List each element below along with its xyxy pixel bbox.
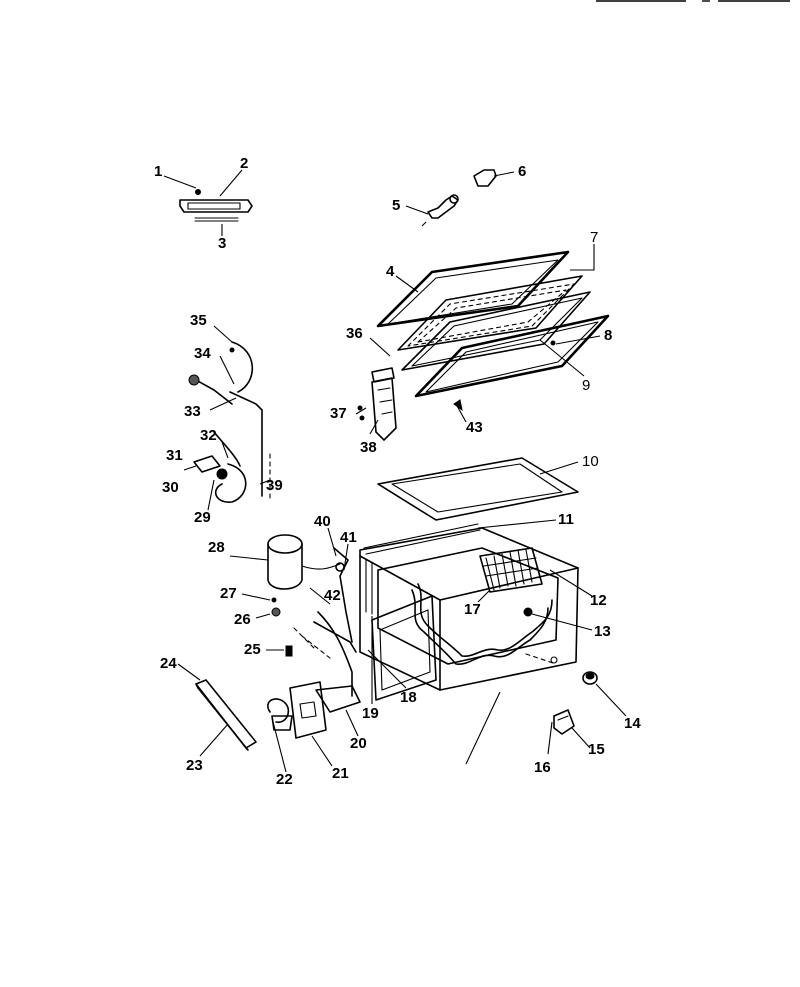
callout-33: 33 xyxy=(184,403,201,420)
callout-26: 26 xyxy=(234,611,251,628)
callout-16: 16 xyxy=(534,759,551,776)
lid-assembly xyxy=(376,250,610,412)
callout-40: 40 xyxy=(314,513,331,530)
callout-5: 5 xyxy=(392,197,400,214)
callout-31: 31 xyxy=(166,447,183,464)
leader-lines xyxy=(163,169,627,773)
callout-24: 24 xyxy=(160,655,177,672)
callout-8: 8 xyxy=(604,327,612,344)
cabinet-top-gasket xyxy=(377,457,579,521)
callout-41: 41 xyxy=(340,529,357,546)
access-panel xyxy=(195,679,257,751)
callout-11: 11 xyxy=(558,511,574,528)
callout-25: 25 xyxy=(244,641,261,658)
callout-39: 39 xyxy=(266,477,283,494)
callout-14: 14 xyxy=(624,715,641,732)
callout-19: 19 xyxy=(362,705,379,722)
lid-hinge xyxy=(357,367,397,441)
callout-30: 30 xyxy=(162,479,179,496)
callout-10: 10 xyxy=(582,453,599,470)
cabinet-body xyxy=(359,523,579,765)
callout-6: 6 xyxy=(518,163,526,180)
callout-43: 43 xyxy=(466,419,483,436)
light-switch-assembly xyxy=(179,189,253,222)
callout-20: 20 xyxy=(350,735,367,752)
callout-4: 4 xyxy=(386,263,395,280)
callout-42: 42 xyxy=(324,587,341,604)
callout-29: 29 xyxy=(194,509,211,526)
callout-32: 32 xyxy=(200,427,217,444)
compressor-assembly xyxy=(267,534,361,713)
callout-28: 28 xyxy=(208,539,225,556)
callout-21: 21 xyxy=(332,765,349,782)
callout-34: 34 xyxy=(194,345,211,362)
cabinet-hinge-bracket xyxy=(553,709,575,735)
lock-and-key xyxy=(421,169,497,227)
callout-15: 15 xyxy=(588,741,605,758)
callout-18: 18 xyxy=(400,689,417,706)
callout-17: 17 xyxy=(464,601,481,618)
callout-7: 7 xyxy=(590,229,598,246)
callout-2: 2 xyxy=(240,155,248,172)
wiring-harness xyxy=(188,341,271,503)
callout-23: 23 xyxy=(186,757,203,774)
mounting-bracket xyxy=(267,681,327,739)
callout-27: 27 xyxy=(220,585,237,602)
callout-35: 35 xyxy=(190,312,207,329)
callout-3: 3 xyxy=(218,235,226,252)
leveling-leg xyxy=(582,671,598,685)
callout-36: 36 xyxy=(346,325,363,342)
callout-labels: 1 2 3 4 5 6 7 8 9 10 11 12 13 14 15 16 1… xyxy=(154,155,641,788)
callout-37: 37 xyxy=(330,405,347,422)
callout-12: 12 xyxy=(590,592,607,609)
callout-38: 38 xyxy=(360,439,377,456)
callout-22: 22 xyxy=(276,771,293,788)
callout-13: 13 xyxy=(594,623,611,640)
callout-9: 9 xyxy=(582,377,590,394)
callout-1: 1 xyxy=(154,163,162,180)
